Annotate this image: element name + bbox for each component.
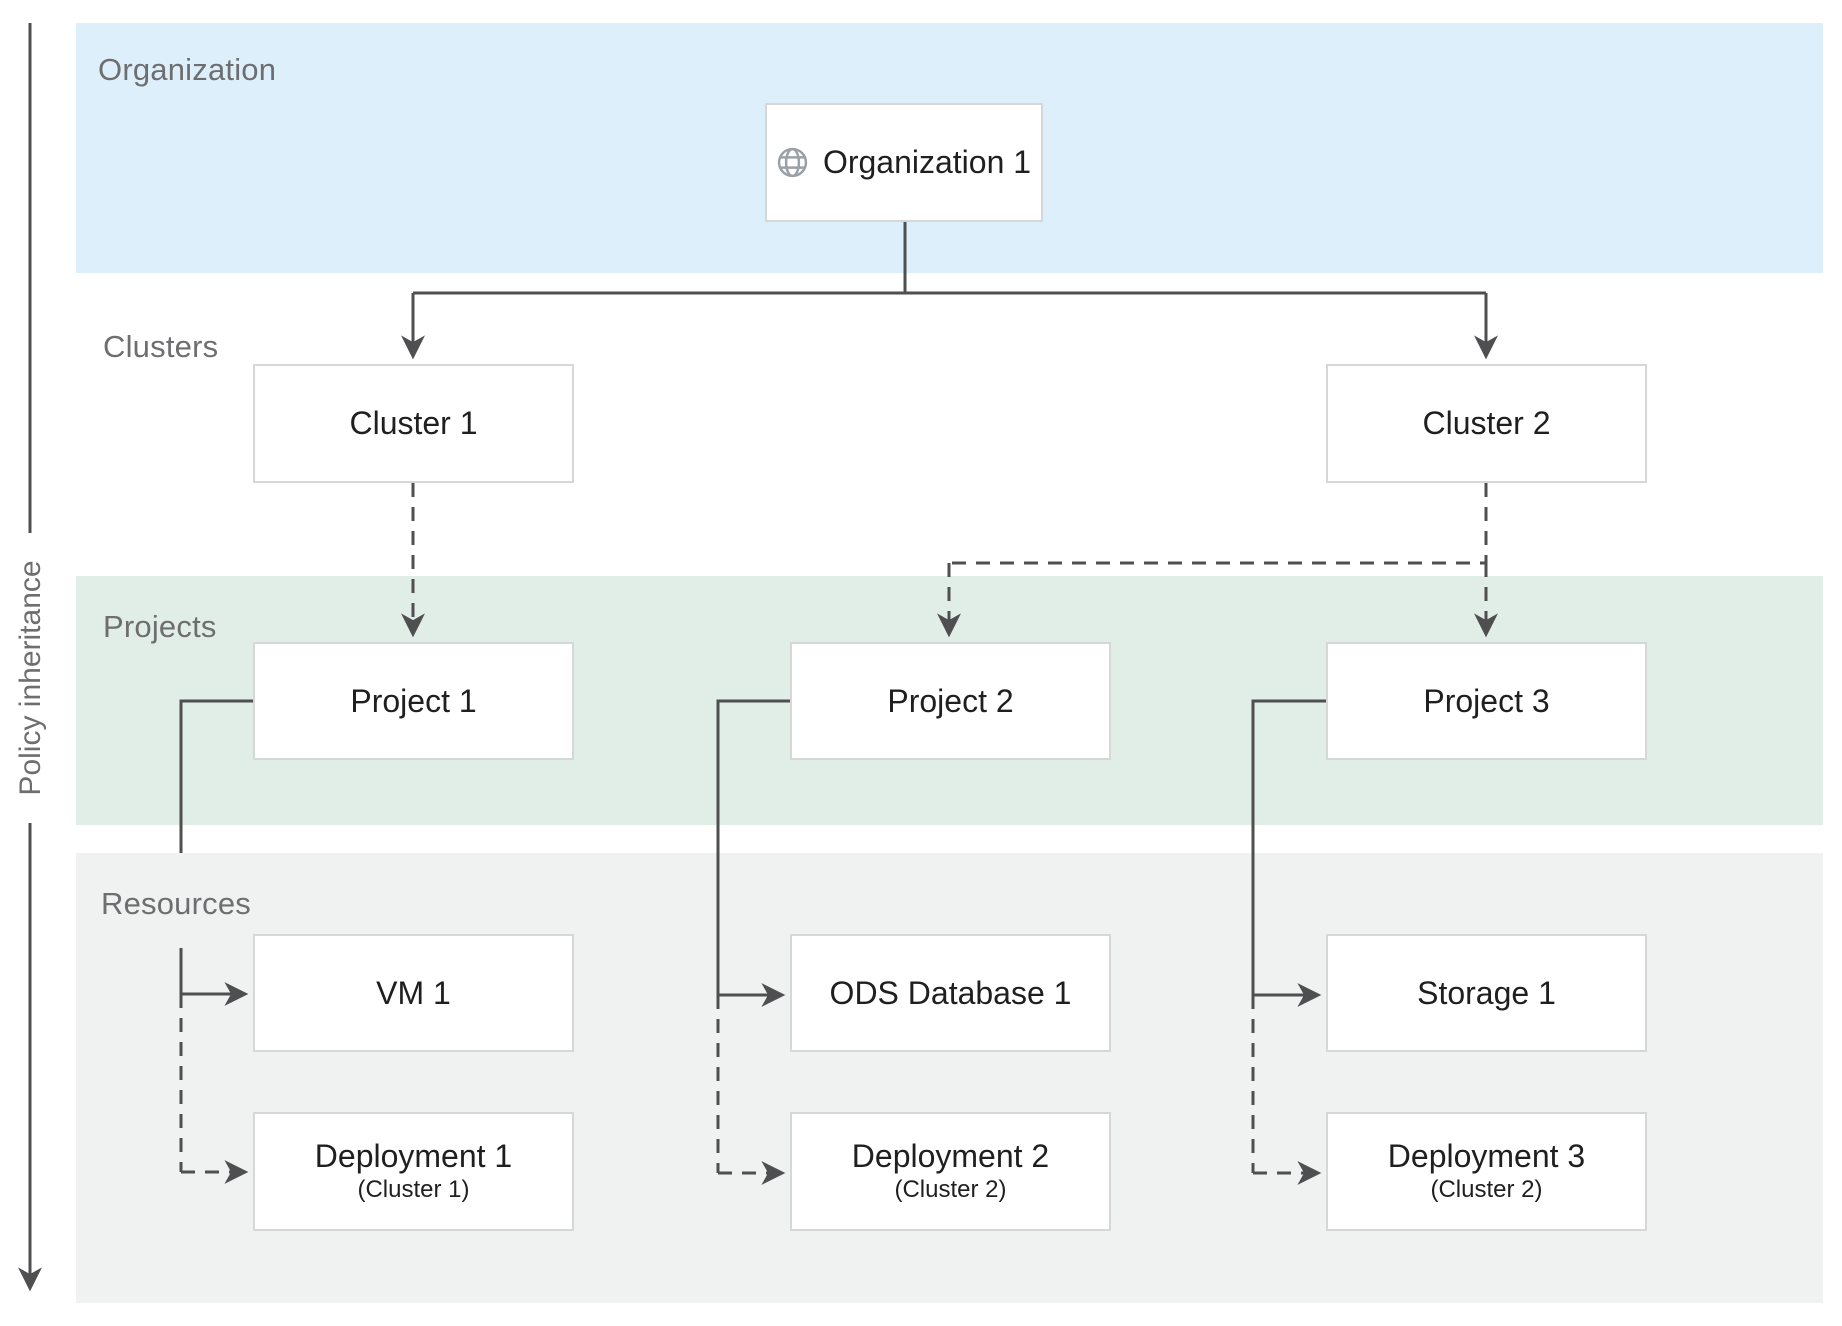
lane-label-clusters: Clusters xyxy=(103,329,219,364)
lane-resources xyxy=(76,853,1823,1303)
lane-label-projects: Projects xyxy=(103,609,217,644)
node-label: Project 3 xyxy=(1423,682,1550,719)
node-label: Project 2 xyxy=(887,682,1014,719)
node-project-3: Project 3 xyxy=(1326,642,1647,760)
node-sublabel: (Cluster 2) xyxy=(1430,1176,1543,1204)
node-sublabel: (Cluster 2) xyxy=(894,1176,1007,1204)
node-deployment-1: Deployment 1 (Cluster 1) xyxy=(253,1112,574,1231)
node-label: Cluster 1 xyxy=(349,405,478,441)
node-organization-1: Organization 1 xyxy=(765,103,1043,222)
node-label: Storage 1 xyxy=(1417,974,1556,1011)
node-sublabel: (Cluster 1) xyxy=(357,1176,470,1204)
policy-inheritance-axis-label: Policy inheritance xyxy=(14,560,47,796)
edge-cluster2-trunk xyxy=(949,483,1488,565)
node-project-1: Project 1 xyxy=(253,642,574,760)
lane-label-organization: Organization xyxy=(98,52,277,87)
node-storage-1: Storage 1 xyxy=(1326,934,1647,1052)
node-cluster-1: Cluster 1 xyxy=(253,364,574,483)
node-label: ODS Database 1 xyxy=(829,974,1072,1011)
node-cluster-2: Cluster 2 xyxy=(1326,364,1647,483)
node-label: Deployment 2 xyxy=(851,1138,1050,1175)
node-label: Project 1 xyxy=(350,682,477,719)
node-ods-database-1: ODS Database 1 xyxy=(790,934,1111,1052)
node-project-2: Project 2 xyxy=(790,642,1111,760)
node-label: Deployment 1 xyxy=(314,1138,513,1175)
node-deployment-3: Deployment 3 (Cluster 2) xyxy=(1326,1112,1647,1231)
lane-label-resources: Resources xyxy=(101,886,251,921)
node-label: Cluster 2 xyxy=(1422,405,1551,441)
node-label: Deployment 3 xyxy=(1387,1138,1586,1175)
globe-icon xyxy=(777,147,808,178)
node-deployment-2: Deployment 2 (Cluster 2) xyxy=(790,1112,1111,1231)
node-label: Organization 1 xyxy=(822,144,1032,180)
node-vm-1: VM 1 xyxy=(253,934,574,1052)
node-label: VM 1 xyxy=(376,974,451,1011)
